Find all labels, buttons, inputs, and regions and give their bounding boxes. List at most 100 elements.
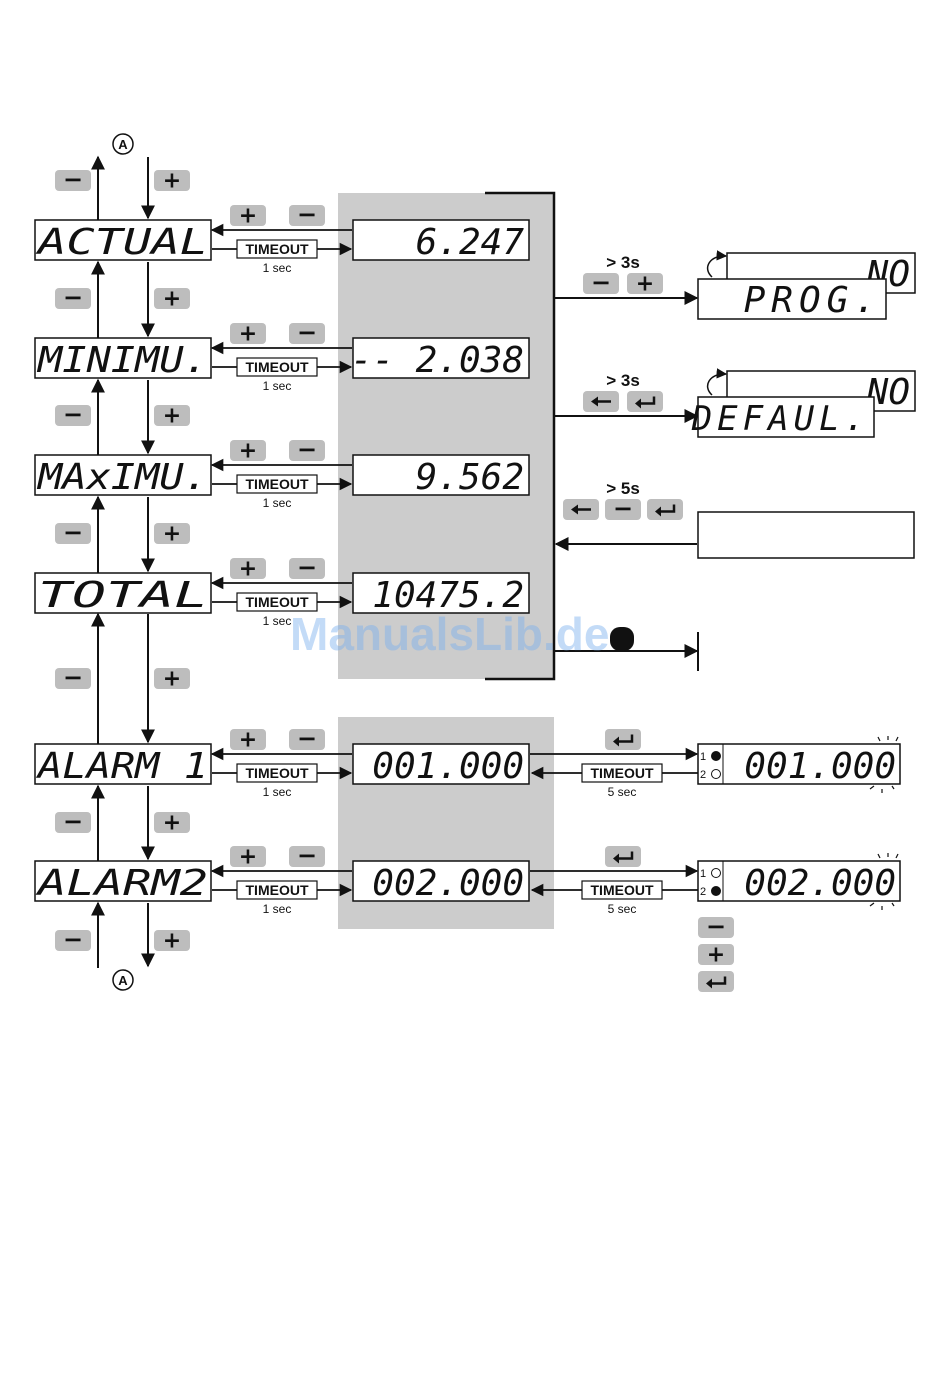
enter-icon	[635, 396, 656, 409]
show-value-minus-button[interactable]: −	[289, 319, 325, 347]
nav-plus-button[interactable]: +	[154, 169, 190, 194]
nav-minus-button[interactable]: −	[55, 664, 91, 692]
alarm-edit-value: 001.000	[744, 746, 896, 787]
alarm-enter-button[interactable]	[605, 846, 641, 867]
watermark-block	[610, 627, 634, 651]
alarm-edit-value: 002.000	[744, 863, 896, 904]
blink-icon	[869, 736, 899, 793]
nav-minus-button[interactable]: −	[55, 401, 91, 429]
value-display	[352, 743, 530, 785]
legend-plus-button[interactable]: +	[698, 943, 734, 968]
legend-minus-button[interactable]: −	[698, 913, 734, 941]
menu-label-box	[34, 572, 212, 614]
value-display	[352, 454, 530, 496]
svg-text:PROG.: PROG.	[744, 280, 882, 321]
prog-plus-button[interactable]: +	[627, 272, 663, 297]
timeout-label: TIMEOUT	[591, 765, 654, 781]
prog-minus-button[interactable]: −	[583, 269, 619, 297]
show-value-plus-button[interactable]: +	[230, 728, 266, 753]
menu-label-box	[34, 454, 212, 496]
show-value-minus-button[interactable]: −	[289, 725, 325, 753]
nav-minus-button[interactable]: −	[55, 808, 91, 836]
led-1-label: 1	[700, 751, 706, 763]
minus-icon: −	[63, 664, 83, 692]
show-value-plus-button[interactable]: +	[230, 439, 266, 464]
branch-lines	[554, 291, 699, 671]
plus-icon: +	[163, 169, 181, 194]
value-display	[352, 219, 530, 261]
minus-icon: −	[706, 913, 726, 941]
alarm-2-led-icon	[711, 886, 721, 896]
menu-label: TOTAL	[38, 575, 208, 616]
watermark: ManualsLib.de	[290, 608, 609, 660]
timeout-box	[236, 763, 318, 783]
timeout-delay: 1 sec	[263, 614, 292, 628]
plus-icon: +	[163, 811, 181, 836]
nav-buttons: − + − + − + − + − + − + − +	[55, 166, 190, 954]
menu-label: ACTUAL	[35, 222, 208, 263]
show-value-plus-button[interactable]: +	[230, 322, 266, 347]
menu-label: MAxIMU.	[36, 457, 208, 498]
led-2-label: 2	[700, 769, 706, 781]
value-text: 9.562	[416, 457, 524, 498]
legend-enter-button[interactable]	[698, 971, 734, 992]
nav-minus-button[interactable]: −	[55, 166, 91, 194]
alarm-enter-button[interactable]	[605, 729, 641, 750]
branch-buttons: −+−	[563, 269, 683, 523]
show-value-plus-button[interactable]: +	[230, 557, 266, 582]
plus-icon: +	[636, 272, 654, 297]
minus-icon: −	[613, 495, 633, 523]
left-arrow-icon	[571, 504, 591, 515]
show-value-plus-button[interactable]: +	[230, 845, 266, 870]
plus-icon: +	[239, 322, 257, 347]
value-text: 6.247	[416, 222, 525, 263]
reset-left-button[interactable]	[563, 499, 599, 520]
nav-plus-button[interactable]: +	[154, 522, 190, 547]
nav-minus-button[interactable]: −	[55, 926, 91, 954]
enter-icon	[655, 504, 676, 517]
timeout-delay: 1 sec	[263, 379, 292, 393]
default-enter-button[interactable]	[627, 391, 663, 412]
plus-icon: +	[239, 439, 257, 464]
connector-a-top: A	[112, 133, 134, 155]
reset-minus-button[interactable]: −	[605, 495, 641, 523]
timeout-box	[581, 880, 663, 900]
nav-plus-button[interactable]: +	[154, 667, 190, 692]
nav-plus-button[interactable]: +	[154, 811, 190, 836]
timeout-label: TIMEOUT	[246, 241, 309, 257]
default-left-button[interactable]	[583, 391, 619, 412]
show-value-minus-button[interactable]: −	[289, 842, 325, 870]
menu-label-box	[34, 743, 212, 785]
nav-minus-button[interactable]: −	[55, 519, 91, 547]
alarm-edit-display	[697, 860, 901, 902]
timeout-label: TIMEOUT	[246, 359, 309, 375]
nav-minus-button[interactable]: −	[55, 284, 91, 312]
show-value-minus-button[interactable]: −	[289, 554, 325, 582]
minus-icon: −	[297, 725, 317, 753]
reset-enter-button[interactable]	[647, 499, 683, 520]
connector-a-bottom: A	[112, 969, 134, 991]
alarm-1-led-icon	[711, 868, 721, 878]
enter-icon	[613, 851, 634, 864]
value-text: 001.000	[372, 746, 524, 787]
nav-plus-button[interactable]: +	[154, 929, 190, 954]
nav-plus-button[interactable]: +	[154, 287, 190, 312]
led-1-label: 1	[700, 868, 706, 880]
nav-plus-button[interactable]: +	[154, 404, 190, 429]
show-value-plus-button[interactable]: +	[230, 204, 266, 229]
show-value-minus-button[interactable]: −	[289, 201, 325, 229]
value-display	[352, 572, 530, 614]
plus-icon: +	[163, 404, 181, 429]
plus-icon: +	[239, 204, 257, 229]
plus-icon: +	[239, 845, 257, 870]
timeout-label: TIMEOUT	[246, 765, 309, 781]
led-2-label: 2	[700, 886, 706, 898]
enter-icon	[706, 976, 727, 989]
show-value-minus-button[interactable]: −	[289, 436, 325, 464]
